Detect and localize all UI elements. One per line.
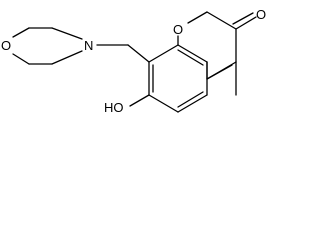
bond-hydroxyl [129, 94, 150, 107]
ring-oxygen-label: O [173, 22, 183, 37]
bond-carbonyl [235, 16, 257, 30]
bond [187, 11, 208, 24]
bond-ch2-c8 [127, 44, 150, 63]
bond [177, 91, 204, 108]
bond-carbonyl [232, 12, 254, 25]
bond [148, 44, 179, 63]
pyranone-ring [177, 11, 237, 80]
morpholine-nitrogen-label: N [84, 38, 93, 53]
bond [206, 64, 233, 80]
chemical-structure: O N O O HO [1, 7, 266, 115]
bond [177, 49, 204, 66]
bond [12, 53, 30, 65]
morpholine-ring [12, 27, 83, 65]
bond [51, 50, 83, 65]
bond [206, 11, 237, 30]
morpholine-oxygen-label: O [1, 38, 11, 53]
bond [177, 44, 208, 63]
hydroxyl-label: HO [104, 100, 124, 115]
bond [148, 94, 179, 113]
bond [12, 27, 30, 38]
carbonyl-oxygen-label: O [256, 7, 266, 22]
bond [177, 94, 208, 113]
bond [51, 27, 83, 40]
benzene-ring [148, 44, 208, 113]
